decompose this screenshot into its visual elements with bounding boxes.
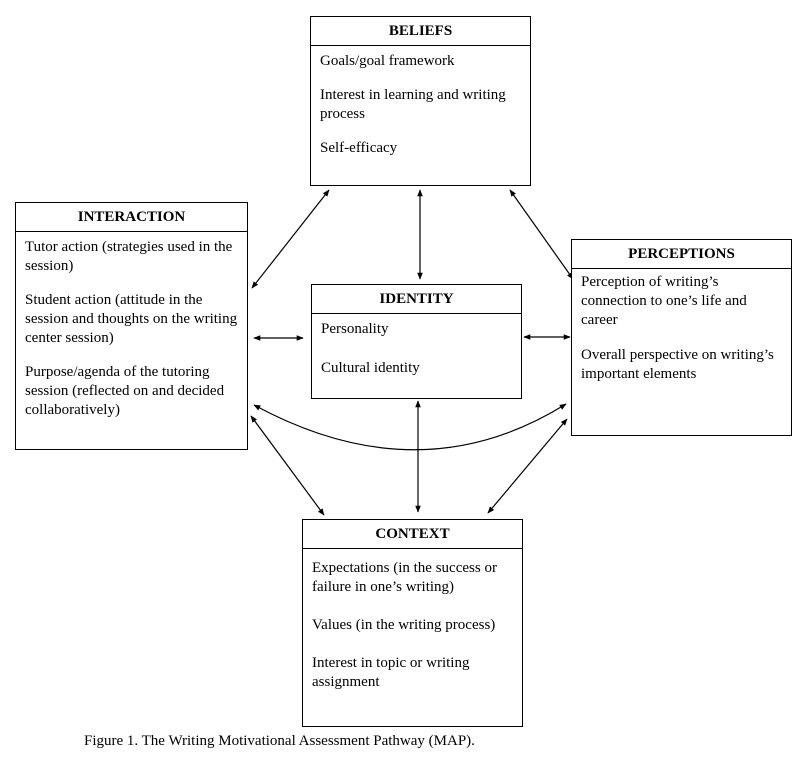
identity-items: Personality Cultural identity bbox=[312, 314, 521, 378]
perceptions-title: PERCEPTIONS bbox=[572, 240, 791, 269]
interaction-title: INTERACTION bbox=[16, 203, 247, 232]
beliefs-item-self-efficacy: Self-efficacy bbox=[320, 140, 398, 156]
interaction-item-tutor-action: Tutor action (strategies used in the ses… bbox=[25, 239, 233, 274]
context-item-interest-topic: Interest in topic or writing assignment bbox=[312, 655, 470, 690]
perceptions-item-overall-perspective: Overall perspective on writing’s importa… bbox=[581, 347, 774, 382]
context-items: Expectations (in the success or failure … bbox=[303, 549, 522, 692]
arrow-perceptions-context bbox=[487, 418, 568, 514]
arrow-interaction-context bbox=[250, 415, 325, 516]
interaction-items: Tutor action (strategies used in the ses… bbox=[16, 232, 247, 420]
context-item-values: Values (in the writing process) bbox=[312, 617, 496, 633]
context-box: CONTEXT Expectations (in the success or … bbox=[302, 519, 523, 727]
beliefs-item-goals: Goals/goal framework bbox=[320, 53, 455, 69]
identity-item-cultural-identity: Cultural identity bbox=[321, 360, 420, 376]
arrow-interaction-perceptions bbox=[253, 403, 567, 451]
identity-item-personality: Personality bbox=[321, 321, 389, 337]
beliefs-item-interest: Interest in learning and writing process bbox=[320, 87, 506, 122]
arrow-beliefs-interaction bbox=[251, 189, 330, 289]
interaction-item-purpose-agenda: Purpose/agenda of the tutoring session (… bbox=[25, 364, 225, 418]
interaction-item-student-action: Student action (attitude in the session … bbox=[25, 292, 238, 346]
beliefs-items: Goals/goal framework Interest in learnin… bbox=[311, 46, 530, 158]
identity-title: IDENTITY bbox=[312, 285, 521, 314]
beliefs-title: BELIEFS bbox=[311, 17, 530, 46]
arrow-beliefs-perceptions bbox=[509, 189, 574, 280]
interaction-box: INTERACTION Tutor action (strategies use… bbox=[15, 202, 248, 450]
context-item-expectations: Expectations (in the success or failure … bbox=[312, 560, 497, 595]
perceptions-item-connection: Perception of writing’s connection to on… bbox=[581, 274, 747, 328]
identity-box: IDENTITY Personality Cultural identity bbox=[311, 284, 522, 399]
figure-caption: Figure 1. The Writing Motivational Asses… bbox=[84, 733, 475, 749]
context-title: CONTEXT bbox=[303, 520, 522, 549]
perceptions-items: Perception of writing’s connection to on… bbox=[572, 269, 791, 384]
perceptions-box: PERCEPTIONS Perception of writing’s conn… bbox=[571, 239, 792, 436]
beliefs-box: BELIEFS Goals/goal framework Interest in… bbox=[310, 16, 531, 186]
